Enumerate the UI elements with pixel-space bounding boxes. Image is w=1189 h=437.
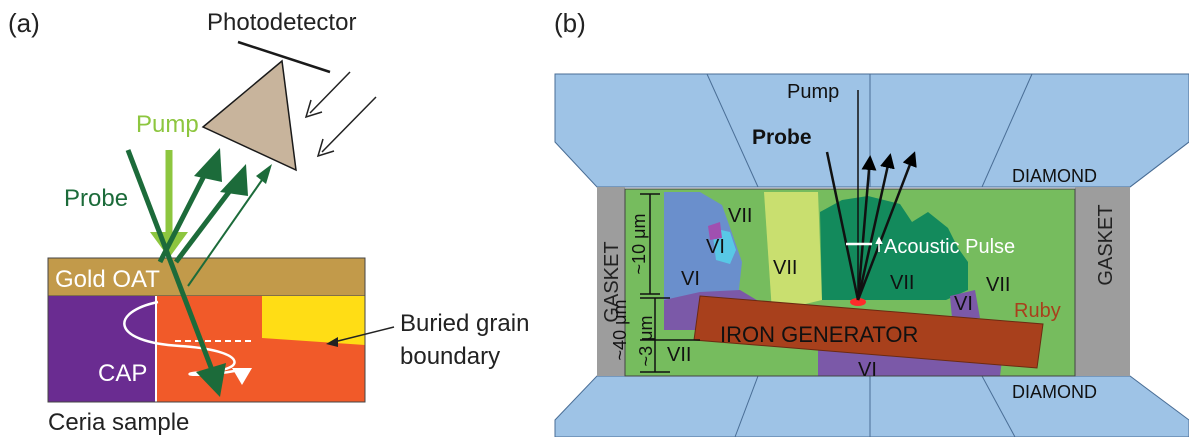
- cap-wave: [123, 300, 241, 377]
- incoming-arrow-1: [309, 71, 351, 114]
- diamond-top-facet-1: [706, 73, 759, 188]
- probe-label-b: Probe: [752, 126, 812, 149]
- cap-arrowhead: [232, 368, 252, 385]
- diamond-top-facet-3: [981, 73, 1033, 188]
- lime-grain: [764, 192, 822, 312]
- gasket-right: [1075, 187, 1130, 376]
- diamond-top-facet-4: [1129, 141, 1189, 188]
- sample-chamber-outline: [624, 188, 1076, 377]
- boundary-label-line1: Buried grain: [400, 310, 529, 337]
- ruby-spot: [850, 298, 866, 306]
- ruby-label: Ruby: [1014, 300, 1061, 322]
- photodetector-icon: [201, 59, 297, 172]
- diamond-bottom-facet-3: [981, 375, 1016, 437]
- pump-label: Pump: [136, 111, 199, 138]
- dim-40-label: ~40 μm: [610, 300, 630, 361]
- sample-label: Ceria sample: [48, 409, 189, 436]
- reflected-arrowhead-1: [194, 148, 222, 182]
- iron-generator: [693, 295, 1044, 369]
- reflected-arrow-3: [856, 151, 917, 301]
- gasket-left: [597, 187, 625, 376]
- incoming-arrowhead-2: [316, 138, 335, 158]
- reflected-beam-2: [174, 186, 234, 264]
- diamond-bottom-facet-1: [734, 375, 759, 437]
- photodetector-bar: [237, 40, 331, 74]
- panel-b: (b) GASKET GASKET IRON GE: [554, 8, 1189, 437]
- cap-label: CAP: [98, 360, 147, 387]
- gasket-right-label: GASKET: [1095, 204, 1117, 285]
- phase-label: VI: [706, 236, 725, 258]
- dim-3-label: ~3 μm: [636, 316, 656, 367]
- diamond-top-label: DIAMOND: [1012, 166, 1097, 186]
- phase-label: VII: [890, 272, 914, 294]
- iron-generator-label: IRON GENERATOR: [720, 322, 918, 347]
- yellow-grain: [262, 296, 365, 345]
- acoustic-pulse-label: Acoustic Pulse: [884, 236, 1015, 258]
- phase-label: VI: [858, 359, 877, 381]
- boundary-pointer: [329, 326, 395, 344]
- incoming-arrow-2: [321, 96, 377, 153]
- reflected-arrowhead-3: [256, 164, 272, 184]
- probe-beam: [125, 149, 215, 371]
- reflected-arrowhead-2: [220, 164, 248, 196]
- reflected-beam-1: [157, 170, 209, 264]
- purple-grain-small: [708, 222, 722, 240]
- phase-label: VII: [986, 274, 1010, 296]
- probe-label: Probe: [64, 185, 128, 212]
- gold-oat-label: Gold OAT: [55, 266, 160, 293]
- purple-grain: [48, 296, 156, 402]
- phase-label: VI: [954, 293, 973, 315]
- diamond-bottom-label: DIAMOND: [1012, 382, 1097, 402]
- reflected-arrow-2: [856, 153, 895, 301]
- panel-a-label: (a): [8, 8, 40, 38]
- phase-label: VII: [728, 205, 752, 227]
- incoming-arrowhead-1: [304, 99, 323, 119]
- phase-label: VII: [667, 344, 691, 366]
- probe-transmitted-arrowhead: [196, 363, 226, 397]
- boundary-pointer-arrowhead: [326, 337, 338, 347]
- panel-b-label: (b): [554, 8, 586, 38]
- phase-label: VI: [681, 268, 700, 290]
- dark-green-grain: [820, 196, 968, 300]
- dim-10-label: ~10 μm: [629, 214, 649, 275]
- photodetector-label: Photodetector: [207, 9, 356, 36]
- purple-grain-right: [950, 290, 980, 318]
- pump-label-b: Pump: [787, 81, 839, 103]
- reflected-arrow-1: [856, 155, 877, 301]
- gasket-left-label: GASKET: [601, 241, 623, 322]
- reflected-beam-3: [187, 179, 263, 287]
- gold-oat-layer: [47, 257, 366, 297]
- probe-beam-line: [825, 151, 860, 301]
- boundary-label-line2: boundary: [400, 343, 500, 370]
- phase-label: VII: [773, 257, 797, 279]
- panel-a: (a) Gold OAT CAP Pump Probe Photodetec: [8, 8, 529, 436]
